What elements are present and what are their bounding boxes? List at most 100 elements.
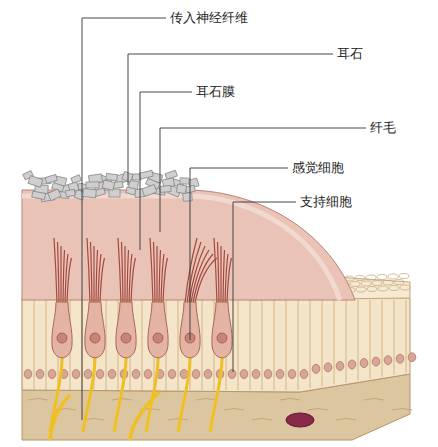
tissue-fiber <box>112 399 132 401</box>
tissue-fiber <box>364 399 384 401</box>
supporting-nucleus <box>72 370 80 379</box>
otolith <box>83 188 97 197</box>
supporting-nucleus <box>132 370 140 379</box>
cilium <box>67 258 72 303</box>
hair-cell <box>212 302 232 358</box>
supporting-nucleus <box>108 370 116 379</box>
cell-border <box>142 300 143 390</box>
cell-apex <box>399 274 409 279</box>
cilium <box>63 250 65 303</box>
supporting-nucleus <box>360 359 368 368</box>
part-label: 支持细胞 <box>300 194 352 210</box>
cell-border <box>250 300 251 390</box>
cilium <box>93 246 94 303</box>
leader-line <box>140 92 192 250</box>
cell-border <box>322 300 323 386</box>
supporting-nucleus <box>276 370 284 379</box>
cell-border <box>34 300 35 390</box>
leader-line <box>82 18 166 420</box>
supporting-nucleus <box>168 370 176 379</box>
cilium <box>163 258 168 303</box>
nerve-fiber <box>210 358 222 432</box>
cell-border <box>106 300 107 390</box>
cell-border <box>286 300 287 390</box>
hair-cell-nucleus <box>121 333 131 343</box>
otolith <box>28 176 43 188</box>
cilium <box>193 254 213 303</box>
supporting-nucleus <box>240 370 248 379</box>
hair-cell <box>85 302 105 358</box>
otolith <box>122 171 133 182</box>
cell-border <box>46 300 47 390</box>
cilium <box>87 238 90 303</box>
otolith <box>106 173 118 180</box>
cell-border <box>178 300 179 390</box>
cell-apex <box>350 282 360 287</box>
supporting-nucleus <box>144 370 152 379</box>
cell-border <box>238 300 239 390</box>
otolith <box>48 189 61 201</box>
hair-cell-nucleus <box>217 333 227 343</box>
tissue-fiber <box>252 419 272 421</box>
tissue-fiber <box>336 419 356 421</box>
otolith <box>86 182 99 188</box>
cilium <box>122 242 124 303</box>
leader-line <box>160 128 366 232</box>
leader-line <box>190 168 288 340</box>
cilium <box>195 258 217 303</box>
otolith <box>142 185 157 197</box>
otolith <box>45 174 57 183</box>
cell-border <box>370 300 371 379</box>
tissue-fiber <box>28 399 48 401</box>
hair-cell-nucleus <box>153 333 163 343</box>
supporting-nucleus <box>372 357 380 366</box>
cell-border <box>346 300 347 383</box>
nerve-fiber <box>114 358 126 432</box>
cilium <box>127 250 129 303</box>
tissue-fiber <box>84 419 104 421</box>
cell-apex <box>377 275 387 280</box>
supporting-nucleus <box>312 364 320 373</box>
part-label: 传入神经纤维 <box>170 10 248 26</box>
tissue-fiber <box>224 409 244 411</box>
cilium <box>156 246 157 303</box>
supporting-nucleus <box>348 360 356 369</box>
supporting-nucleus <box>192 370 200 379</box>
cell-apex <box>361 281 371 286</box>
supporting-nucleus <box>288 370 296 379</box>
cilium <box>214 238 217 303</box>
supporting-nucleus <box>408 353 416 362</box>
tissue-fiber <box>280 399 300 401</box>
hair-cell <box>52 302 72 358</box>
cilium <box>54 238 57 303</box>
epithelium <box>22 298 410 392</box>
cell-border <box>334 300 335 385</box>
supporting-nucleus <box>324 363 332 372</box>
cilium <box>159 250 161 303</box>
hair-cell <box>116 302 136 358</box>
supporting-nucleus <box>204 370 212 379</box>
supporting-nucleus <box>264 370 272 379</box>
cell-apex <box>356 287 366 292</box>
cilium <box>118 238 121 303</box>
cell-apex <box>389 286 399 291</box>
cell-border <box>406 300 407 373</box>
nerve-fiber <box>83 358 95 432</box>
cilium <box>227 258 232 303</box>
cell-border <box>202 300 203 390</box>
cell-apex <box>394 280 404 285</box>
part-label: 纤毛 <box>370 120 396 136</box>
hair-cell <box>148 302 168 358</box>
cilium <box>220 246 221 303</box>
supporting-nucleus <box>336 361 344 370</box>
supporting-nucleus <box>384 356 392 365</box>
supporting-nucleus <box>84 370 92 379</box>
part-label: 耳石 <box>337 46 363 62</box>
part-label: 感觉细胞 <box>292 160 344 176</box>
cell-apex <box>378 286 388 291</box>
cilium <box>124 246 125 303</box>
supporting-nucleus <box>228 370 236 379</box>
tissue-fiber <box>196 399 216 401</box>
